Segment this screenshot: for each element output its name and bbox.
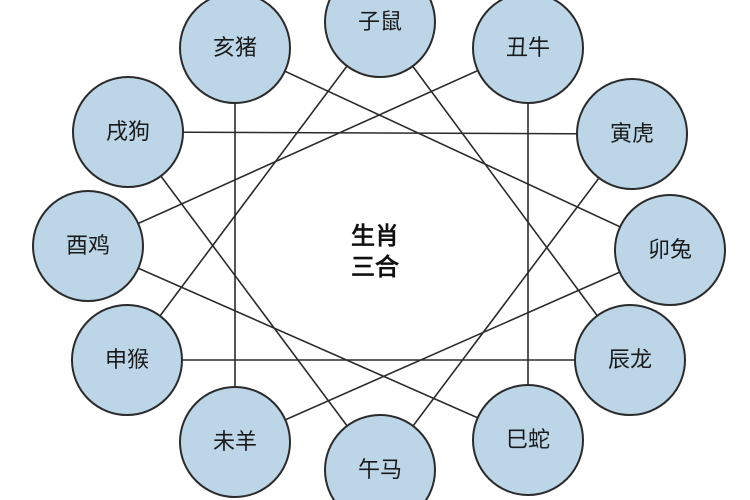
zodiac-node-xu: 戌狗 (72, 76, 184, 188)
zodiac-node-label: 申猴 (105, 348, 149, 373)
zodiac-node-label: 丑牛 (506, 36, 550, 61)
zodiac-node-label: 午马 (358, 458, 402, 483)
connector-wu-xu (127, 131, 381, 471)
zodiac-node-mao: 卯兔 (614, 194, 726, 306)
connector-you-chou (87, 47, 529, 247)
zodiac-node-circle (72, 76, 184, 188)
zodiac-node-circle (32, 190, 144, 302)
zodiac-node-circle (472, 384, 584, 496)
zodiac-node-chou: 丑牛 (472, 0, 584, 104)
zodiac-node-circle (179, 0, 291, 104)
zodiac-node-chen: 辰龙 (574, 304, 686, 416)
zodiac-node-label: 未羊 (213, 430, 257, 455)
zodiac-node-circle (472, 0, 584, 104)
zodiac-node-label: 子鼠 (358, 10, 402, 35)
zodiac-node-circle (179, 386, 291, 498)
connector-hai-mao (234, 47, 671, 251)
zodiac-node-label: 巳蛇 (506, 428, 550, 453)
connector-yin-wu (379, 133, 633, 471)
zodiac-node-circle (324, 0, 436, 78)
zodiac-node-shen: 申猴 (71, 304, 183, 416)
connector-xu-yin (127, 131, 633, 135)
connector-mao-wei (234, 249, 671, 443)
zodiac-node-hai: 亥猪 (179, 0, 291, 104)
zodiac-node-label: 寅虎 (610, 122, 654, 147)
connector-si-you (87, 245, 529, 441)
zodiac-node-si: 巳蛇 (472, 384, 584, 496)
connector-zi-chen (379, 21, 631, 361)
zodiac-node-label: 亥猪 (213, 36, 257, 61)
zodiac-node-wei: 未羊 (179, 386, 291, 498)
zodiac-node-wu: 午马 (324, 414, 436, 500)
connection-lines (87, 21, 671, 471)
connector-shen-zi (126, 21, 381, 361)
zodiac-node-label: 戌狗 (106, 120, 150, 145)
zodiac-node-label: 卯兔 (648, 238, 692, 263)
zodiac-node-you: 酉鸡 (32, 190, 144, 302)
zodiac-node-circle (576, 78, 688, 190)
center-title-line2: 三合 (351, 253, 400, 281)
zodiac-node-yin: 寅虎 (576, 78, 688, 190)
zodiac-node-circle (614, 194, 726, 306)
zodiac-node-circle (574, 304, 686, 416)
center-title: 生肖 三合 (351, 222, 400, 281)
center-title-line1: 生肖 (351, 222, 399, 250)
zodiac-node-label: 酉鸡 (66, 234, 110, 259)
zodiac-node-circle (324, 414, 436, 500)
zodiac-node-label: 辰龙 (608, 348, 652, 373)
zodiac-node-circle (71, 304, 183, 416)
zodiac-node-zi: 子鼠 (324, 0, 436, 78)
